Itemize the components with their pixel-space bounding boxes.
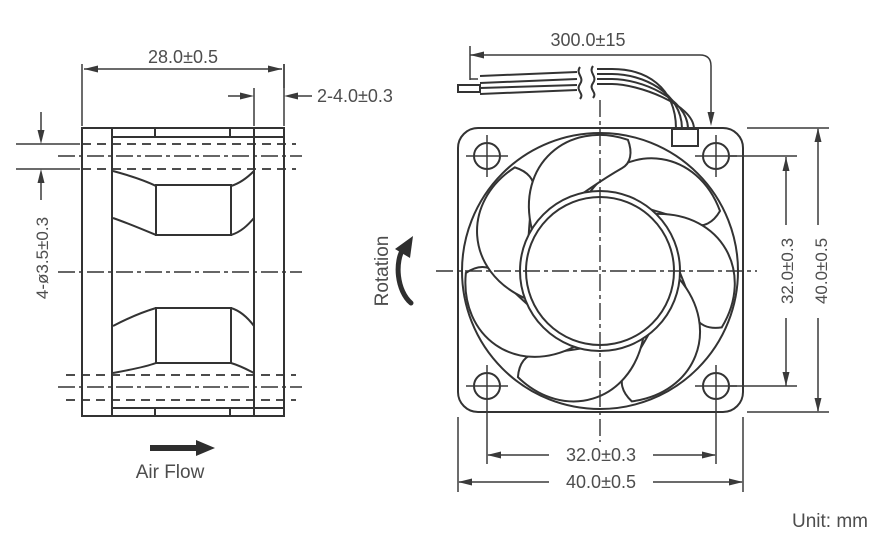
wire-break-symbol (577, 66, 583, 100)
dim-lead-wire: 300.0±15 (469, 30, 715, 126)
dim-frame-width-label: 40.0±0.5 (566, 472, 636, 492)
wire-exit-housing (671, 128, 699, 147)
air-flow-label: Air Flow (136, 462, 205, 483)
dim-mounting-holes-label: 4-ø3.5±0.3 (33, 217, 52, 299)
dim-frame-height-label: 40.0±0.5 (812, 238, 831, 304)
dim-mounting-holes: 4-ø3.5±0.3 (33, 112, 52, 299)
mounting-hole (466, 365, 508, 407)
air-flow: Air Flow (136, 440, 215, 483)
dim-hole-pitch-horizontal: 32.0±0.3 (486, 407, 717, 465)
front-view-drawing: Rotation 300.0±15 32.0±0.3 (372, 30, 831, 492)
dim-hole-pitch-vertical: 32.0±0.3 (730, 155, 797, 387)
lead-wires (457, 65, 699, 147)
dim-flange-thickness-label: 2-4.0±0.3 (317, 86, 393, 106)
side-hidden-hole-lines-top (16, 143, 302, 170)
unit-label: Unit: mm (792, 511, 868, 532)
rotation-label: Rotation (372, 236, 393, 307)
side-view-drawing: 28.0±0.5 2-4.0±0.3 4-ø3.5±0.3 Air Flow (16, 47, 393, 483)
dim-lead-wire-label: 300.0±15 (551, 30, 626, 50)
dim-frame-depth-label: 28.0±0.5 (148, 47, 218, 67)
wire-end-stub (457, 84, 481, 93)
mounting-holes (466, 135, 737, 407)
mounting-hole (466, 135, 508, 177)
air-flow-arrow-icon (150, 440, 215, 456)
dim-frame-height: 40.0±0.5 (747, 127, 831, 413)
side-hidden-hole-lines-bottom (58, 374, 302, 401)
dim-flange-thickness: 2-4.0±0.3 (228, 64, 393, 126)
side-blade-sections (112, 170, 255, 374)
dim-hole-pitch-vertical-label: 32.0±0.3 (778, 238, 797, 304)
rotation-indicator: Rotation (372, 236, 414, 307)
dim-frame-width: 40.0±0.5 (457, 417, 744, 492)
dim-frame-depth: 28.0±0.5 (81, 47, 285, 126)
dim-hole-pitch-horizontal-label: 32.0±0.3 (566, 445, 636, 465)
mounting-hole (695, 365, 737, 407)
